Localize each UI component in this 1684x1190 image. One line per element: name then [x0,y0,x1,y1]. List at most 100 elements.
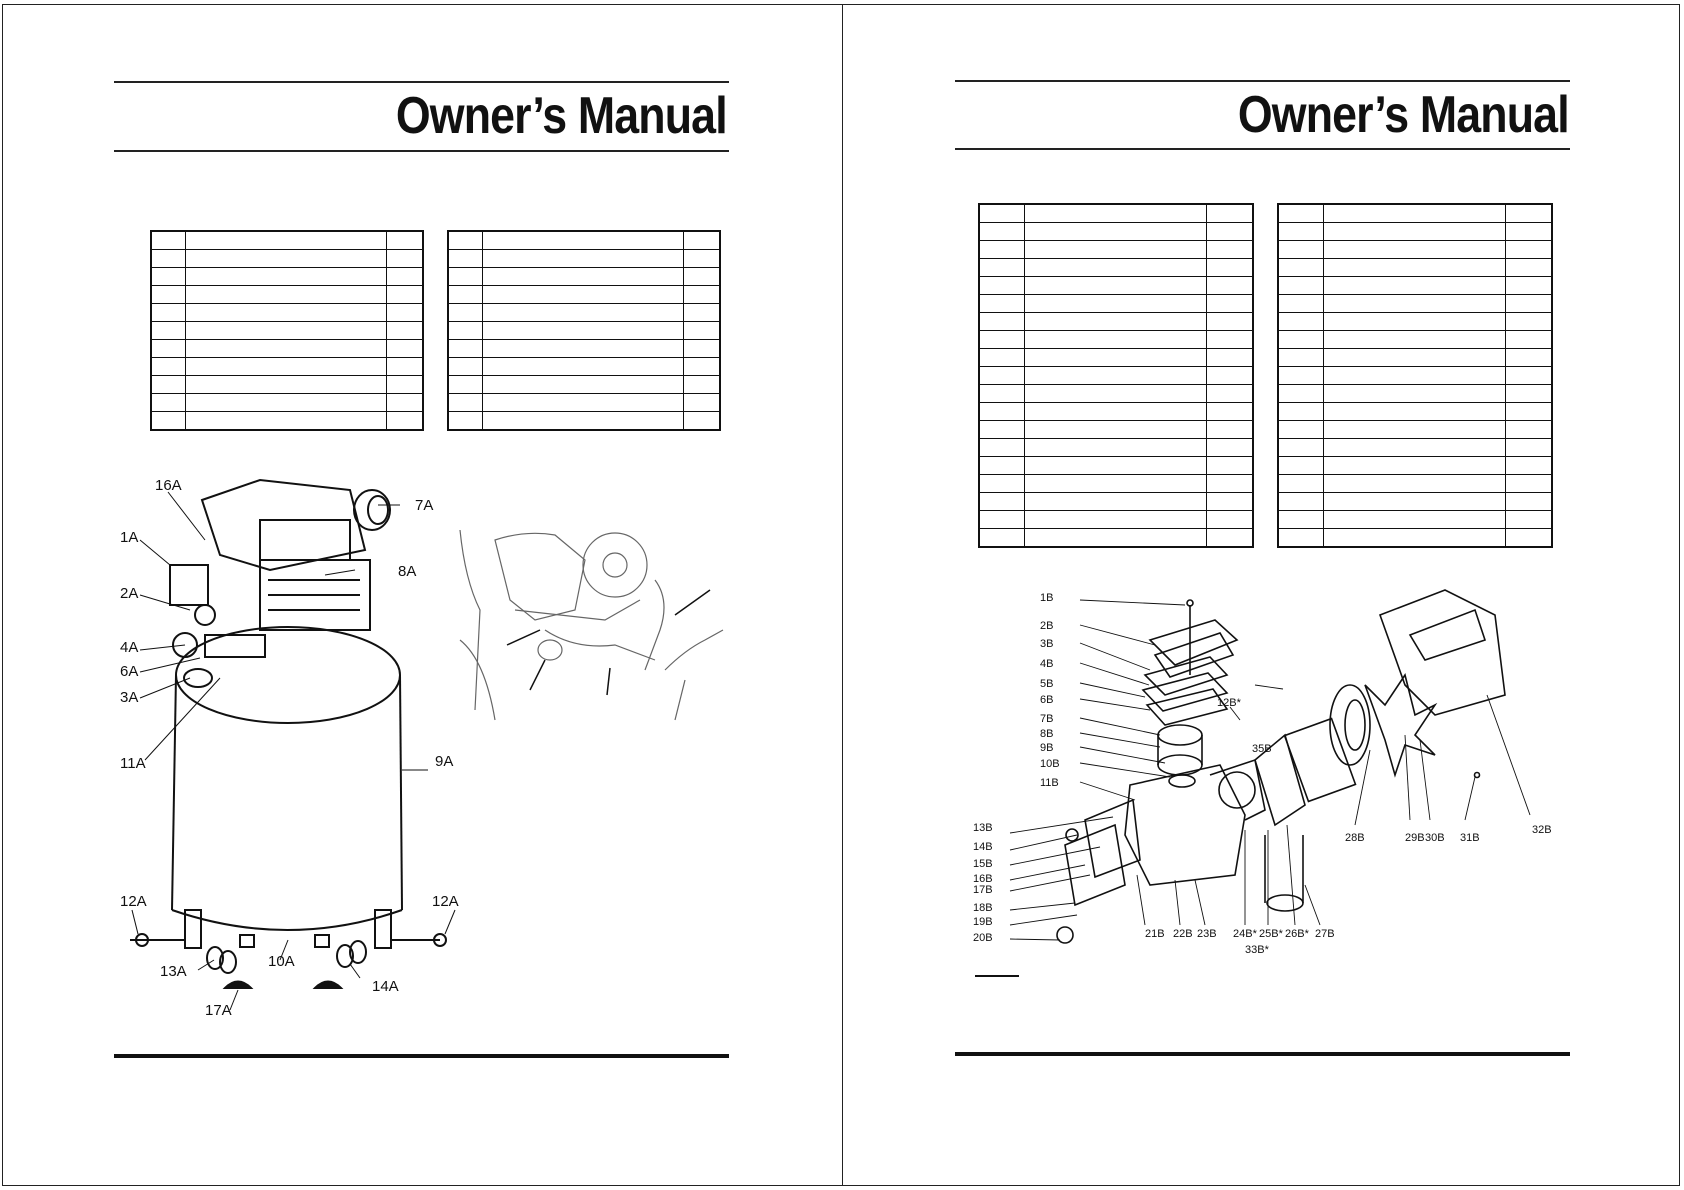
table-cell [447,230,484,250]
callout-11b: 11B [1040,777,1059,789]
table-cell [482,267,684,286]
table-row [1277,420,1553,439]
callout-12b: 12B* [1217,697,1242,709]
callout-14b: 14B [973,841,993,853]
table-cell [1323,294,1506,313]
table-cell [682,249,721,268]
table-cell [1205,420,1254,439]
table-cell [1323,222,1506,241]
callout-22b: 22B [1173,928,1193,940]
callout-26b: 26B* [1285,928,1310,940]
callout-31b: 31B [1460,832,1480,844]
table-cell [1277,528,1325,548]
callout-27b: 27B [1315,928,1335,940]
table-cell [185,249,387,268]
table-cell [1277,492,1325,511]
table-cell [1504,456,1553,475]
table-cell [682,321,721,340]
table-row [978,510,1254,529]
callout-12a-left: 12A [120,893,147,910]
table-row [1277,456,1553,475]
table-cell [1277,348,1325,367]
parts-table-right-2 [1277,203,1553,548]
table-row [978,348,1254,367]
callout-14a: 14A [372,978,399,995]
callout-6b: 6B [1040,694,1053,706]
table-cell [1277,456,1325,475]
table-cell [1024,456,1207,475]
table-cell [682,267,721,286]
table-row [447,339,721,358]
table-row [978,366,1254,385]
table-cell [447,303,484,322]
table-cell [150,249,187,268]
table-cell [1024,384,1207,403]
table-cell [1504,384,1553,403]
table-cell [1277,384,1325,403]
table-cell [1504,294,1553,313]
table-cell [978,240,1026,259]
table-cell [1024,222,1207,241]
table-cell [482,303,684,322]
table-row [447,411,721,431]
table-cell [1277,203,1325,223]
table-row [447,357,721,376]
table-cell [978,492,1026,511]
table-cell [682,303,721,322]
table-cell [682,285,721,304]
table-cell [1323,203,1506,223]
table-cell [185,267,387,286]
table-row [447,230,721,250]
callout-21b: 21B [1145,928,1165,940]
table-cell [1205,258,1254,277]
table-cell [385,321,424,340]
table-cell [385,339,424,358]
table-cell [385,230,424,250]
callout-17a: 17A [205,1002,232,1019]
table-cell [1024,510,1207,529]
table-cell [447,339,484,358]
table-cell [150,303,187,322]
table-cell [150,285,187,304]
table-cell [1024,294,1207,313]
page-frame [2,4,1680,1186]
callout-11a: 11A [120,755,146,772]
callout-3a: 3A [120,689,138,706]
table-row [150,357,424,376]
table-cell [1205,276,1254,295]
table-row [150,230,424,250]
table-row [978,528,1254,548]
callout-12a-right: 12A [432,893,459,910]
table-cell [482,230,684,250]
table-cell [1024,330,1207,349]
table-cell [1504,240,1553,259]
callout-2a: 2A [120,585,138,602]
table-cell [1323,420,1506,439]
table-cell [1277,276,1325,295]
table-row [978,456,1254,475]
callout-4a: 4A [120,639,138,656]
callout-18b: 18B [973,902,993,914]
callout-29b: 29B [1405,832,1425,844]
table-cell [978,402,1026,421]
table-row [150,339,424,358]
table-row [1277,312,1553,331]
callout-8b: 8B [1040,728,1053,740]
table-row [978,474,1254,493]
callout-25b: 25B* [1259,928,1284,940]
table-cell [682,230,721,250]
callout-1a: 1A [120,529,138,546]
table-row [150,393,424,412]
table-cell [482,357,684,376]
footer-rule-right [955,1052,1570,1056]
table-cell [447,393,484,412]
table-cell [447,411,484,431]
table-cell [1024,492,1207,511]
table-cell [978,312,1026,331]
table-cell [1205,492,1254,511]
table-cell [1504,203,1553,223]
table-row [978,222,1254,241]
table-cell [1024,438,1207,457]
table-cell [385,267,424,286]
table-cell [978,203,1026,223]
